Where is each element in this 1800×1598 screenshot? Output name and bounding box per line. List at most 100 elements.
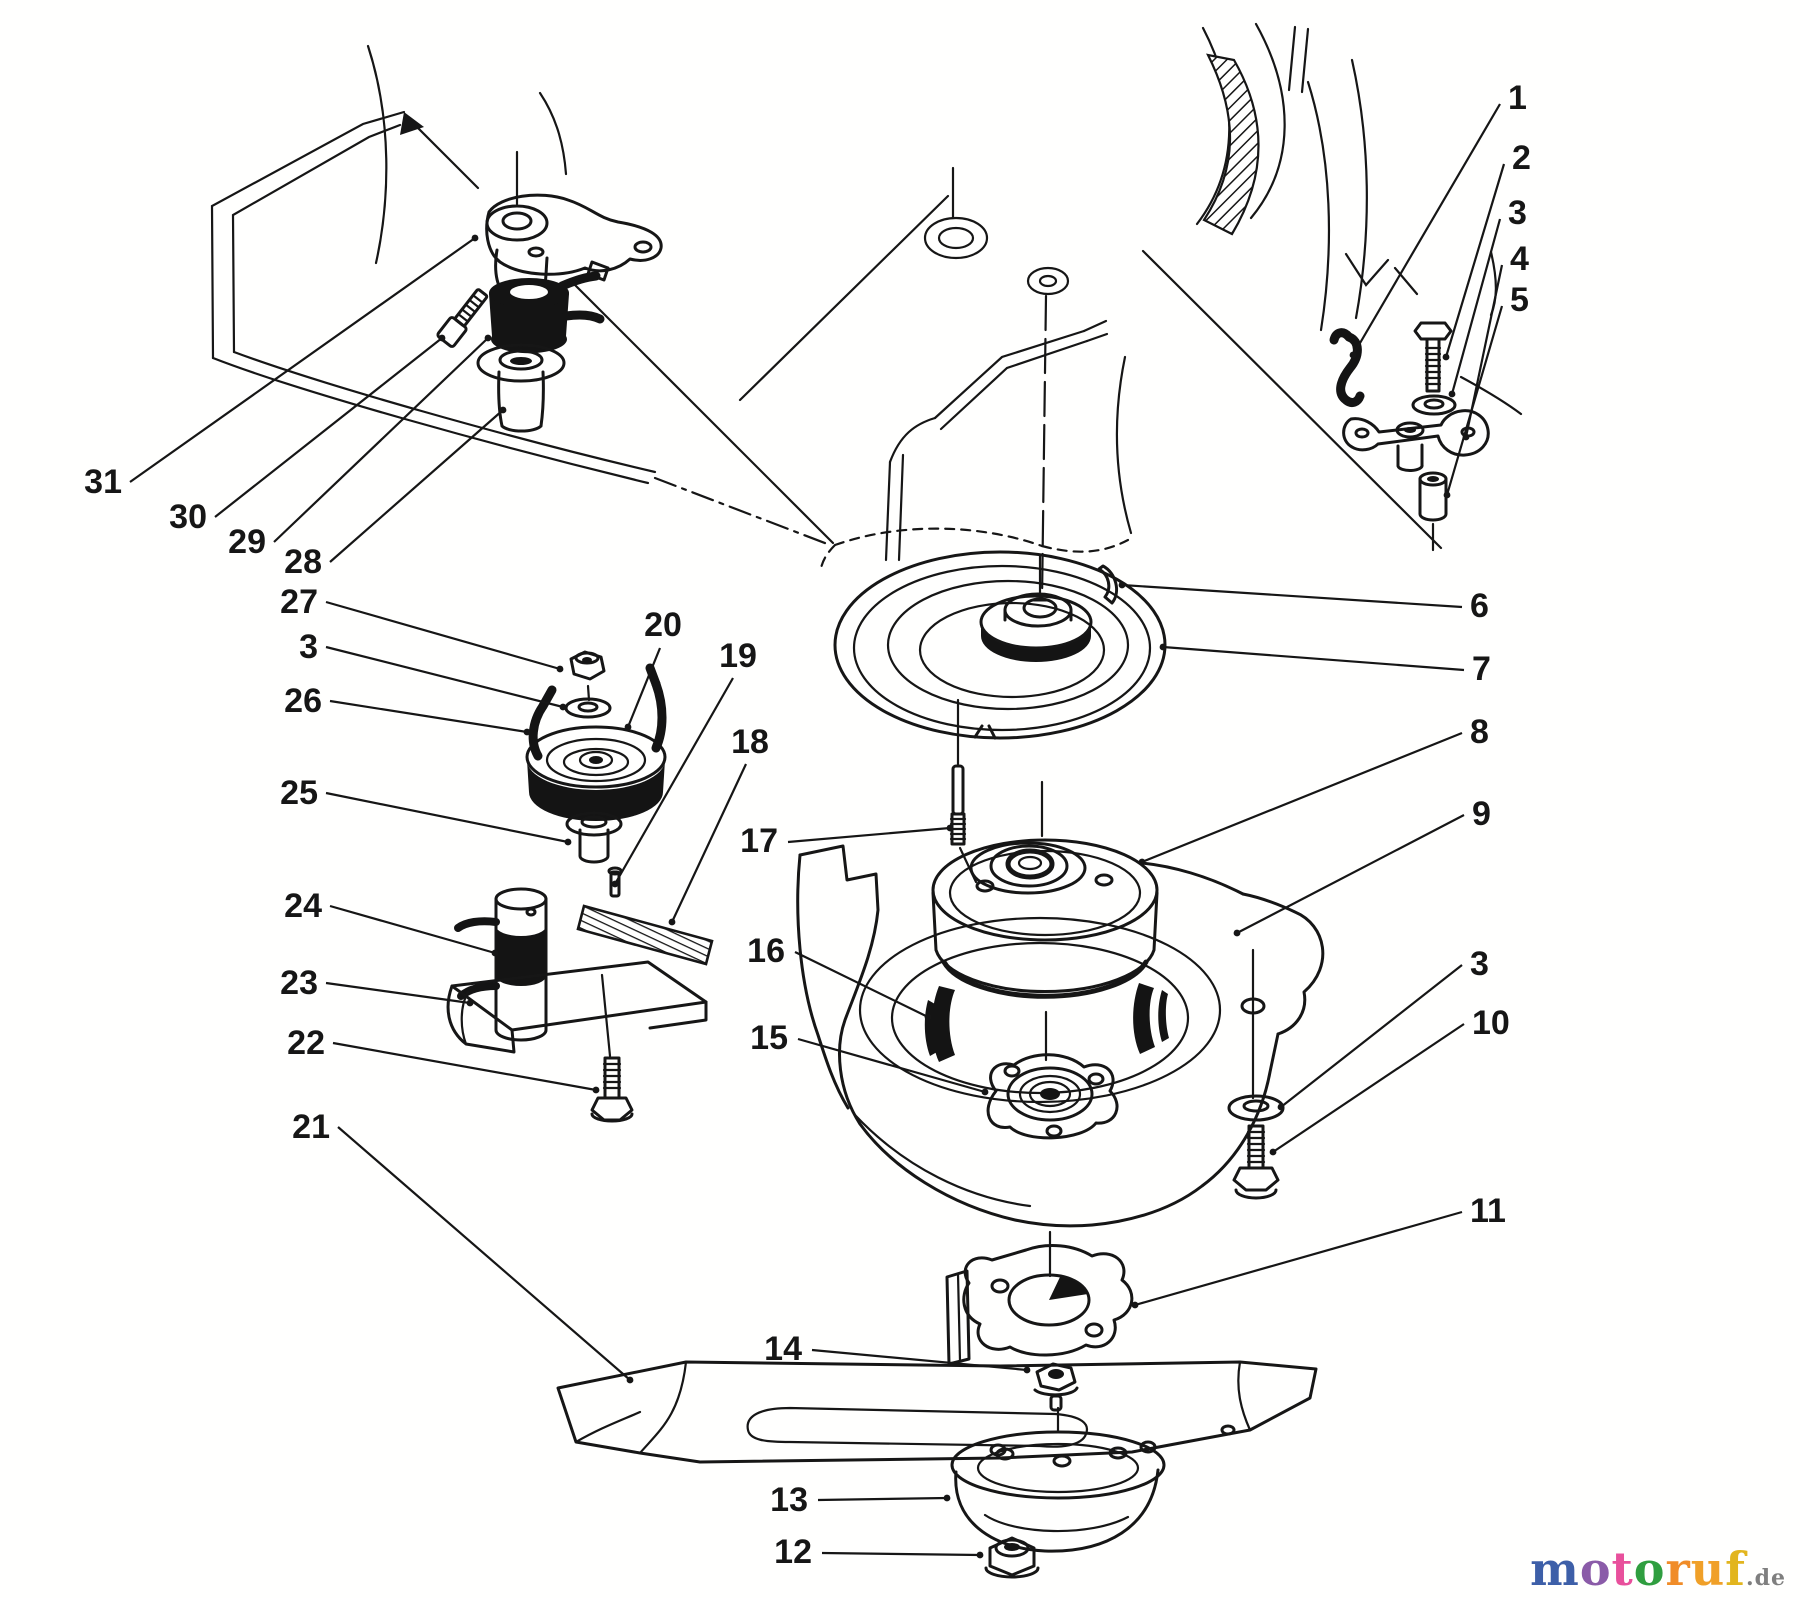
bolt-10-drawing [1232,1124,1280,1200]
part-number-5: 5 [1510,281,1529,319]
leader-dot-10 [1269,1148,1277,1156]
part-number-28: 28 [284,543,322,581]
callout-20: 20 [624,606,682,731]
leader-line-20 [626,647,662,728]
leader-dot-29 [484,334,492,342]
leader-dot-8 [1138,858,1146,866]
leader-dot-5 [1443,491,1451,499]
leader-line-3b [1280,964,1463,1108]
leader-dot-7 [1159,643,1167,651]
callout-28: 28 [284,406,507,581]
leader-dot-11 [1131,1301,1139,1309]
idler-pulley-20-drawing [525,725,667,821]
leader-dot-25 [564,838,572,846]
leader-line-6 [1121,583,1463,609]
callout-27: 27 [280,583,564,673]
leader-line-3r [1450,218,1502,395]
watermark-letter: t [1611,1542,1634,1596]
callout-11: 11 [1131,1192,1506,1309]
part-number-29: 29 [228,523,266,561]
callout-31: 31 [84,234,479,501]
bolt-30-drawing [436,288,489,348]
leader-dot-3r [1448,390,1456,398]
sleeve-28-drawing [476,343,566,433]
leader-line-31 [129,237,476,483]
leader-dot-26 [523,728,531,736]
callout-26: 26 [284,682,531,736]
leader-dot-18 [668,918,676,926]
cover-13-drawing [950,1406,1166,1553]
leader-dot-12 [976,1551,984,1559]
leader-dot-22 [592,1086,600,1094]
part-number-13: 13 [770,1481,808,1519]
leader-line-18 [671,763,747,923]
leader-dot-17 [946,824,954,832]
leader-line-25 [325,791,569,844]
washer-3a-drawing [564,697,612,719]
part-number-17: 17 [740,822,778,860]
leader-line-30 [214,337,443,518]
part-number-8: 8 [1470,713,1489,751]
leader-dot-2 [1442,353,1450,361]
callout-22: 22 [287,1024,600,1094]
callout-8: 8 [1138,713,1489,866]
callout-17: 17 [740,822,954,860]
arm-4-drawing [1342,409,1490,472]
part-number-7: 7 [1472,650,1491,688]
part-number-3r: 3 [1508,194,1527,232]
watermark-suffix: .de [1745,1565,1786,1591]
washer-3-right-drawing [1411,394,1457,416]
leader-dot-27 [556,665,564,673]
leader-line-8 [1141,731,1463,864]
leader-dot-6 [1118,581,1126,589]
spring-29-drawing [489,271,605,354]
leader-dot-14 [1023,1366,1031,1374]
housing-9-drawing [796,844,1325,1228]
bracket-23-drawing [446,960,708,1058]
bolt-2-drawing [1413,321,1453,393]
clip-1-drawing [1329,328,1365,407]
watermark-letter: f [1725,1542,1746,1596]
part-number-2: 2 [1512,139,1531,177]
pin-19-drawing [607,866,623,898]
watermark-letter: m [1530,1542,1580,1596]
leader-line-26 [329,699,528,734]
leader-dot-9 [1233,929,1241,937]
leader-dot-16 [924,1013,932,1021]
belt-26-drawing [528,663,667,761]
callout-9: 9 [1233,795,1491,937]
leader-line-11 [1134,1210,1463,1307]
driver-11-drawing [945,1230,1134,1366]
leader-line-1 [1352,103,1501,356]
watermark-letter: u [1690,1542,1726,1596]
part-number-9: 9 [1472,795,1491,833]
part-number-26: 26 [284,682,322,720]
callout-19: 19 [611,637,757,888]
leader-line-15 [797,1037,986,1094]
watermark-word: motoruf [1530,1542,1746,1596]
flange-15-drawing [986,1010,1119,1140]
callout-layer: 3130292827326252423222120191817161514131… [84,79,1531,1571]
leader-line-5 [1445,305,1504,496]
brake-arm-drawing [485,150,663,299]
leader-dot-13 [943,1494,951,1502]
part-number-11: 11 [1470,1192,1506,1230]
part-number-24: 24 [284,887,322,925]
part-number-27: 27 [280,583,318,621]
callout-3r: 3 [1448,194,1527,398]
leader-dot-19 [611,880,619,888]
woodruff-key-6-drawing [1097,564,1119,605]
callout-3b: 3 [1277,945,1489,1111]
part-number-10: 10 [1472,1004,1510,1042]
leader-line-12 [821,1551,981,1557]
watermark-logo: motoruf.de [1530,1546,1786,1592]
leader-line-23 [325,981,471,1005]
part-number-22: 22 [287,1024,325,1062]
callout-1: 1 [1349,79,1527,359]
shaft-24-drawing [454,887,548,1042]
leader-dot-3b [1277,1103,1285,1111]
leader-line-28 [329,409,504,563]
callout-24: 24 [284,887,499,957]
leader-line-2 [1444,163,1506,358]
